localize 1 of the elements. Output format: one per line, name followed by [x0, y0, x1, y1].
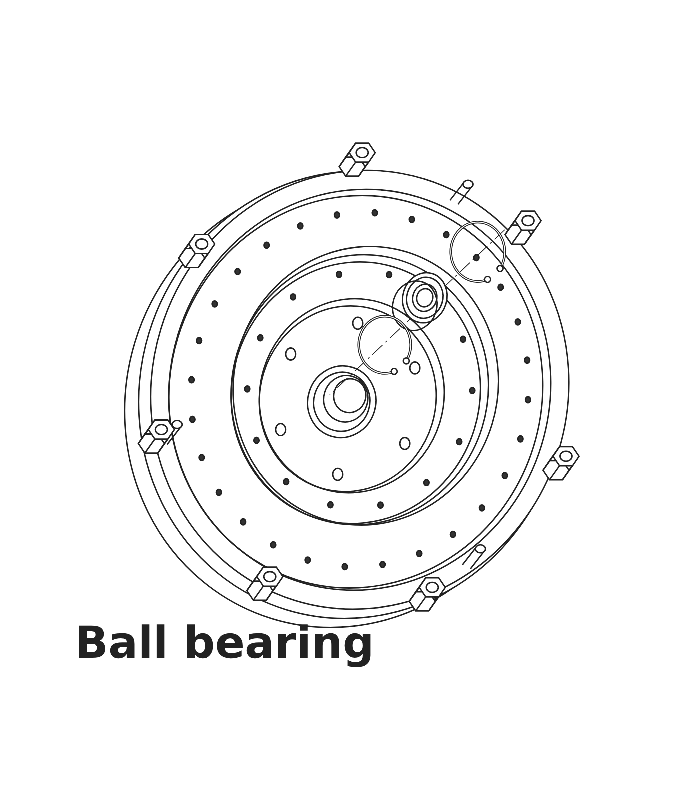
title: Ball bearing — [75, 618, 374, 669]
